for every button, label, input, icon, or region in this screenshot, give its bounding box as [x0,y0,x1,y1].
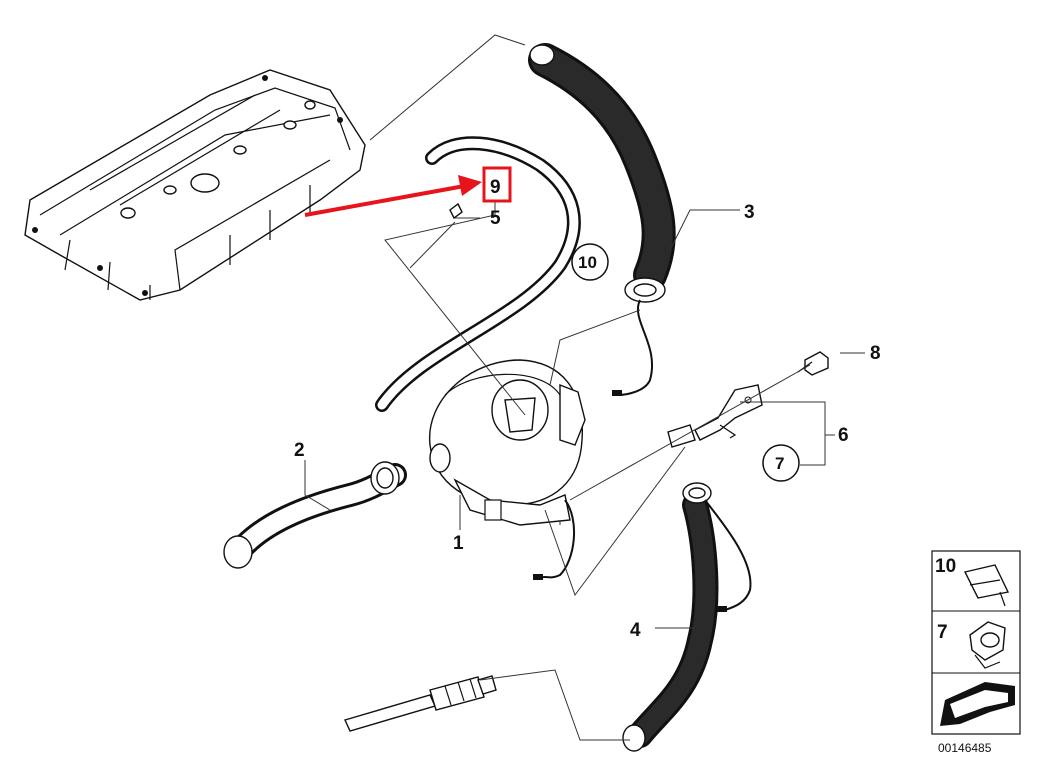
hose-part-4 [622,482,752,752]
label-part-1: 1 [453,533,464,554]
label-part-5: 5 [490,208,501,229]
label-part-7: 7 [775,454,784,473]
label-part-10: 10 [578,253,597,272]
highlight-box [482,166,512,203]
hose-part-3 [528,43,676,396]
label-part-8: 8 [870,343,881,364]
callout-circle-7 [762,444,800,482]
legend-panel: 10 7 [931,550,1021,735]
legend-clamp-7 [969,621,1006,669]
bracket-part-6 [667,384,763,448]
valve-cover [24,69,366,301]
leader-lines [304,200,865,741]
document-number: 00146485 [938,741,992,755]
label-part-2: 2 [294,440,305,461]
legend-label-10: 10 [935,556,956,577]
label-part-9: 9 [490,177,501,198]
bolt-part-8 [797,351,829,376]
clip-part-5 [449,202,463,220]
label-part-3: 3 [744,202,755,223]
legend-label-7: 7 [937,622,948,643]
sensor-rod [344,675,497,732]
highlight-arrow [304,175,482,217]
leader-valve-cover [369,34,526,141]
label-part-4: 4 [630,620,641,641]
legend-clip-10 [963,564,1010,607]
label-part-6: 6 [838,425,849,446]
callout-circle-10 [571,243,609,281]
oil-separator-part-1 [429,359,586,580]
hose-part-2 [223,461,407,569]
legend-arrow-icon [940,682,1015,726]
hose-part-9 [375,136,581,412]
